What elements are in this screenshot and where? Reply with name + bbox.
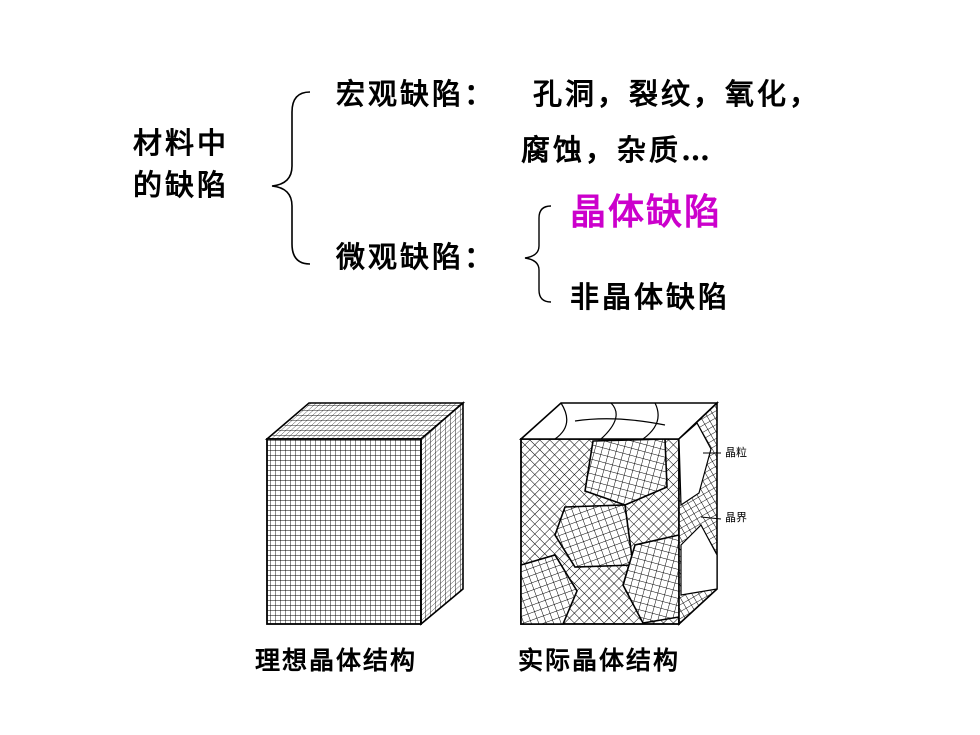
grain-boundary-label: 晶界 bbox=[725, 511, 747, 524]
non-crystal-defect-label: 非晶体缺陷 bbox=[570, 280, 731, 314]
micro-defect-label: 微观缺陷： bbox=[336, 240, 497, 274]
main-brace bbox=[271, 91, 311, 265]
micro-brace bbox=[524, 205, 552, 303]
macro-defect-label: 宏观缺陷： bbox=[336, 77, 497, 111]
root-label-line1: 材料中 bbox=[133, 126, 230, 160]
macro-defect-items-line1: 孔洞，裂纹，氧化， bbox=[533, 77, 822, 111]
real-crystal-caption: 实际晶体结构 bbox=[518, 646, 681, 675]
real-crystal-figure bbox=[518, 401, 722, 626]
crystal-defect-label: 晶体缺陷 bbox=[570, 191, 723, 233]
ideal-crystal-figure bbox=[264, 401, 466, 626]
grain-label: 晶粒 bbox=[725, 446, 747, 459]
macro-defect-items-line2: 腐蚀，杂质… bbox=[521, 133, 714, 167]
root-label-line2: 的缺陷 bbox=[133, 168, 230, 202]
ideal-crystal-caption: 理想晶体结构 bbox=[255, 646, 418, 675]
